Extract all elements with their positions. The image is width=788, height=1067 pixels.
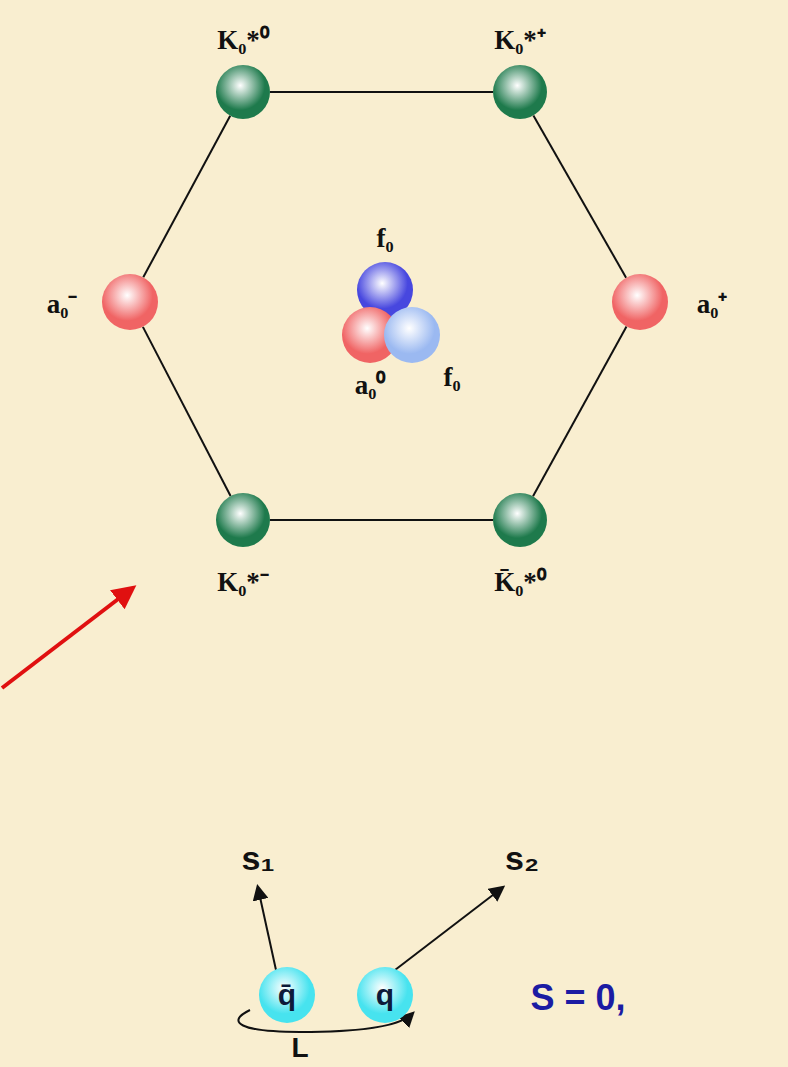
- meson-label: a₀⁻: [47, 284, 78, 321]
- hexagon-side: [270, 91, 493, 93]
- meson-label: a₀⁰: [355, 365, 386, 402]
- meson-ball: K₀*⁰: [216, 65, 270, 119]
- symbol-label: L: [291, 1032, 308, 1064]
- quark-ball: q: [357, 967, 413, 1023]
- meson-ball: K₀*⁺: [493, 65, 547, 119]
- meson-label: f₀: [376, 223, 393, 254]
- meson-ball: f₀: [384, 307, 440, 363]
- pointer-arrow: [2, 590, 130, 688]
- meson-ball: a₀⁻: [102, 274, 158, 330]
- hexagon-side: [533, 327, 626, 497]
- meson-ball: a₀⁺: [612, 274, 668, 330]
- hexagon-side: [143, 116, 230, 278]
- hexagon-side: [143, 327, 231, 496]
- quark-label: q̄: [278, 978, 296, 1012]
- meson-ball: K₀*⁻: [216, 493, 270, 547]
- meson-label: f₀: [443, 362, 460, 393]
- meson-label: K̄₀*⁰: [494, 562, 546, 599]
- symbol-label: s₂: [505, 839, 539, 878]
- hexagon-side: [533, 115, 626, 277]
- quark-ball: q̄: [259, 967, 315, 1023]
- meson-label: K₀*⁰: [217, 20, 269, 57]
- quark-label: q: [376, 978, 394, 1012]
- spin-arrow: [258, 888, 276, 970]
- meson-ball: K̄₀*⁰: [493, 493, 547, 547]
- symbol-label: s₁: [242, 839, 275, 878]
- hexagon-side: [270, 519, 493, 521]
- spin-note: S = 0,: [530, 977, 625, 1019]
- meson-label: K₀*⁻: [217, 562, 269, 599]
- meson-label: a₀⁺: [697, 284, 728, 321]
- meson-label: K₀*⁺: [494, 20, 546, 57]
- spin-arrow: [395, 888, 502, 970]
